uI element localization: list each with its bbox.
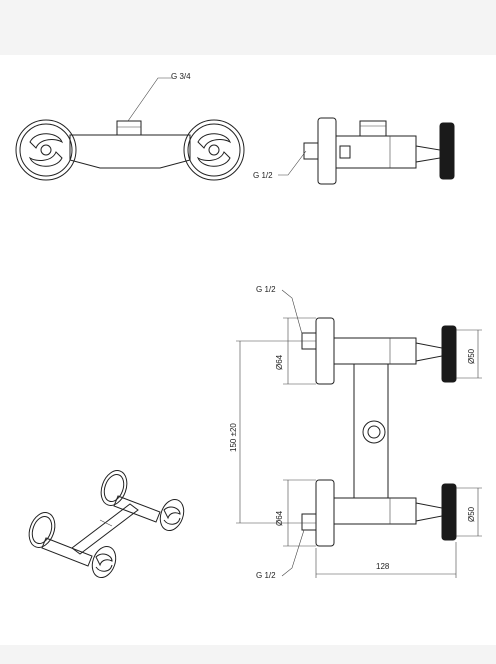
isometric-view xyxy=(28,470,185,578)
side-thread-label: G 1/2 xyxy=(253,171,273,180)
top-view: G 3/4 xyxy=(15,72,245,181)
iso-front-handwheel-bottom xyxy=(91,546,117,578)
side-view-handwheel xyxy=(439,122,455,180)
front-view-upper-handwheel xyxy=(441,325,457,383)
side-view-flange xyxy=(317,117,337,185)
dim-depth: 128 xyxy=(315,542,457,578)
front-view-vertical-body xyxy=(353,363,389,499)
drawing-sheet xyxy=(0,55,496,645)
iso-front-handwheel-top xyxy=(159,499,185,531)
side-view: G 1/2 xyxy=(253,117,455,185)
svg-text:Ø50: Ø50 xyxy=(467,506,476,522)
dim-dia-right-top: Ø50 xyxy=(456,329,482,379)
svg-text:Ø64: Ø64 xyxy=(275,354,284,370)
top-view-inlet xyxy=(116,120,142,136)
top-view-body xyxy=(69,134,191,169)
top-view-left-handwheel xyxy=(15,119,77,181)
svg-text:150 ±20: 150 ±20 xyxy=(229,423,238,452)
side-view-spindle xyxy=(415,145,441,163)
front-view-upper-flange xyxy=(315,317,335,385)
front-view-lower-body xyxy=(333,497,417,525)
dim-center-distance: 150 ±20 xyxy=(229,340,316,524)
front-view: Ø64 Ø64 150 ±20 Ø50 Ø50 xyxy=(229,285,482,580)
front-thread-bottom-label: G 1/2 xyxy=(256,571,276,580)
dim-dia-right-bottom: Ø50 xyxy=(456,487,482,537)
side-thread-leader xyxy=(278,150,307,176)
dim-dia-left-top: Ø64 xyxy=(275,317,316,385)
side-view-inlet xyxy=(359,120,387,137)
front-thread-bottom-leader xyxy=(281,529,305,577)
side-view-body xyxy=(335,135,417,169)
dim-dia-left-bottom: Ø64 xyxy=(275,479,316,547)
svg-text:Ø50: Ø50 xyxy=(467,348,476,364)
svg-text:128: 128 xyxy=(376,562,390,571)
top-view-right-handwheel xyxy=(183,119,245,181)
front-thread-top-label: G 1/2 xyxy=(256,285,276,294)
front-view-lower-flange xyxy=(315,479,335,547)
front-thread-top-leader xyxy=(281,289,303,335)
side-view-thread xyxy=(303,142,319,160)
top-inlet-label: G 3/4 xyxy=(171,72,191,81)
top-inlet-leader xyxy=(127,77,172,122)
svg-text:Ø64: Ø64 xyxy=(275,510,284,526)
front-view-lower-handwheel xyxy=(441,483,457,541)
front-view-lower-thread xyxy=(301,513,317,531)
front-view-upper-body xyxy=(333,337,417,365)
